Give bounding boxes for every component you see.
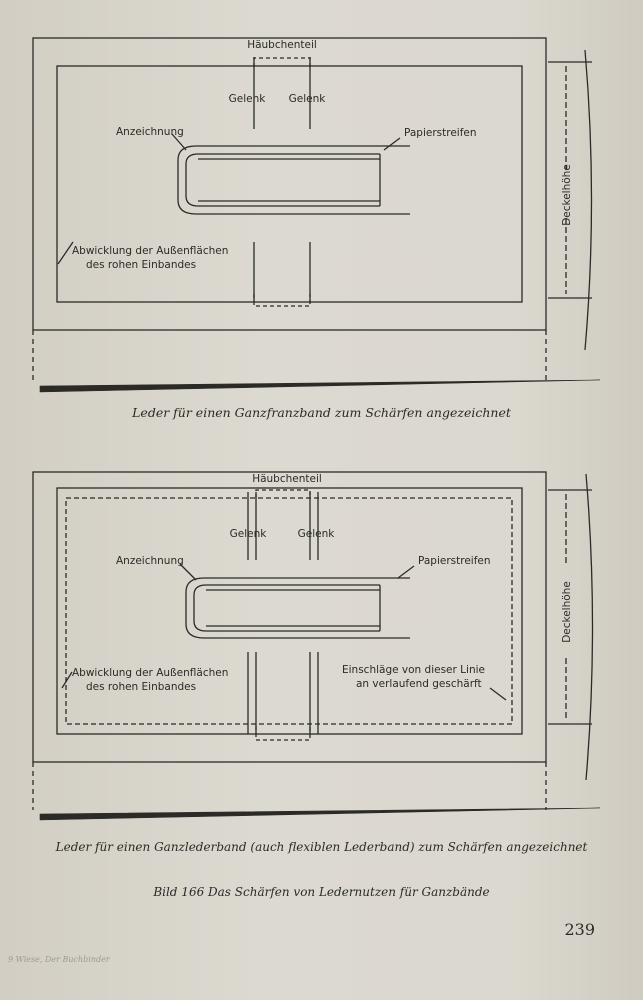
label-haeubchenteil: Häubchenteil	[252, 473, 322, 485]
label-einschlaege-line1: Einschläge von dieser Linie	[342, 664, 485, 676]
label-anzeichnung: Anzeichnung	[116, 126, 184, 138]
label-papierstreifen: Papierstreifen	[418, 555, 491, 567]
label-gelenk-right: Gelenk	[289, 93, 327, 105]
knife-blade-shape	[39, 379, 601, 393]
label-gelenk-left: Gelenk	[229, 93, 267, 105]
cover-development-rect	[56, 65, 523, 303]
caption-ganzfranzband: Leder für einen Ganzfranzband zum Schärf…	[132, 405, 511, 420]
book-outline	[185, 577, 410, 639]
label-haeubchenteil: Häubchenteil	[247, 39, 317, 51]
leather-outline	[32, 471, 547, 763]
label-gelenk-right: Gelenk	[298, 528, 336, 540]
label-deckelhoehe: Deckelhöhe	[561, 164, 573, 226]
figure-caption-bild-166: Bild 166 Das Schärfen von Ledernutzen fü…	[153, 885, 490, 899]
page-number: 239	[564, 920, 595, 939]
label-papierstreifen: Papierstreifen	[404, 127, 477, 139]
book-outline	[177, 145, 410, 215]
figure-ganzlederband-diagram: Häubchenteil Gelenk Gelenk Anzeichnung P…	[32, 471, 601, 821]
faint-footer-text: 9 Wiese, Der Buchbinder	[8, 955, 110, 964]
label-abwicklung-line1: Abwicklung der Außenflächen	[72, 245, 228, 257]
label-gelenk-left: Gelenk	[230, 528, 268, 540]
leather-outline	[32, 37, 547, 331]
cover-development-rect	[56, 487, 523, 735]
knife-blade-shape	[39, 807, 601, 821]
label-einschlaege-line2: an verlaufend geschärft	[356, 678, 482, 690]
label-abwicklung-line2: des rohen Einbandes	[86, 259, 196, 271]
label-deckelhoehe: Deckelhöhe	[561, 581, 573, 643]
label-abwicklung-line2: des rohen Einbandes	[86, 681, 196, 693]
figure-ganzfranzband-diagram: Häubchenteil Gelenk Gelenk Anzeichnung P…	[32, 37, 601, 393]
label-abwicklung-line1: Abwicklung der Außenflächen	[72, 667, 228, 679]
caption-ganzlederband: Leder für einen Ganzlederband (auch flex…	[55, 840, 588, 854]
label-anzeichnung: Anzeichnung	[116, 555, 184, 567]
